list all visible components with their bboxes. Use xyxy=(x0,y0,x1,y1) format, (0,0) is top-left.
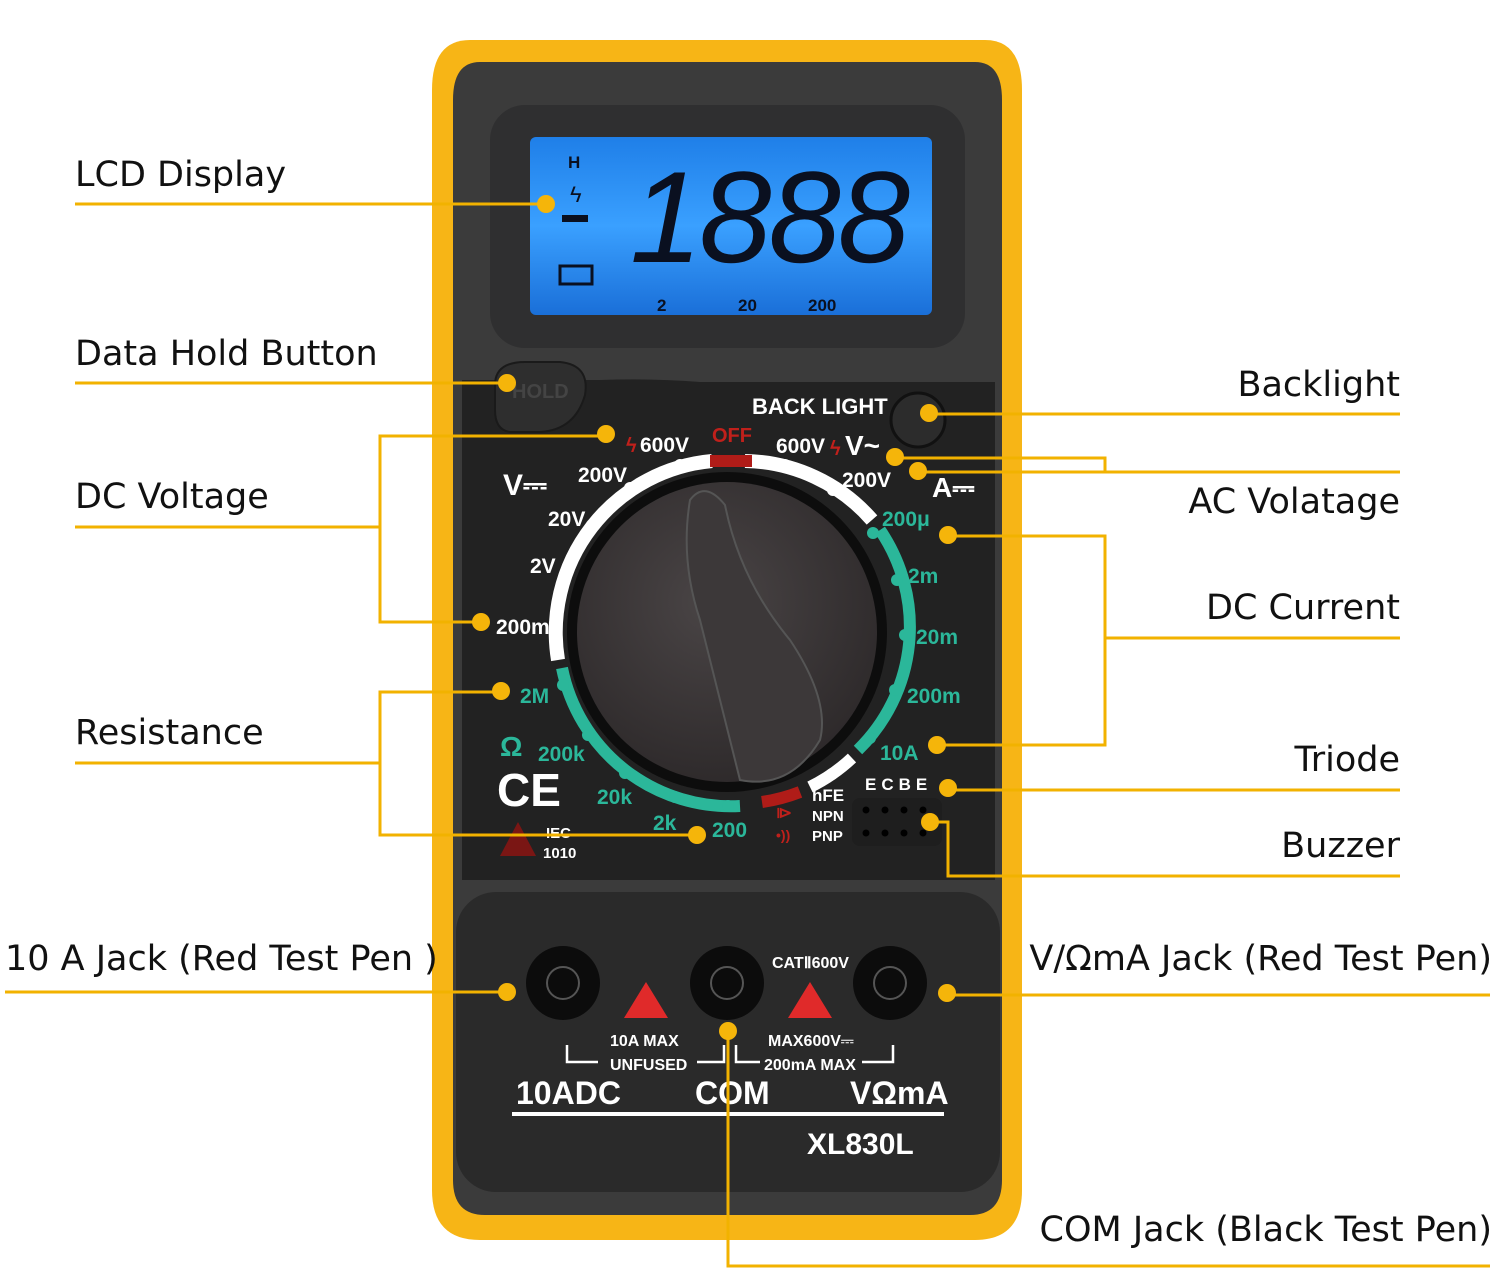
dcv-symbol: V⎓ xyxy=(503,469,547,502)
callout-data-hold: Data Hold Button xyxy=(75,334,378,374)
hold-button[interactable]: HOLD xyxy=(494,361,587,433)
dcv-600v: 600V xyxy=(640,434,689,457)
callout-backlight: Backlight xyxy=(1237,365,1400,405)
dcv-20v: 20V xyxy=(548,508,585,531)
callout-vohm-jack: V/ΩmA Jack (Red Test Pen) xyxy=(1029,939,1492,979)
ohm-200: 200 xyxy=(712,819,747,842)
callout-resistance: Resistance xyxy=(75,713,264,753)
callout-triode: Triode xyxy=(1293,740,1400,780)
ohm-200k: 200k xyxy=(538,743,585,766)
jack-vohm[interactable] xyxy=(853,946,927,1020)
jack-label-vohm: VΩmA xyxy=(850,1075,949,1111)
ohm-symbol: Ω xyxy=(500,731,522,762)
acv-200v: 200V xyxy=(842,469,891,492)
acv-symbol: V~ xyxy=(845,430,880,461)
battery-icon xyxy=(558,264,594,286)
ohm-20k: 20k xyxy=(597,786,632,809)
dcv-2v: 2V xyxy=(530,555,556,578)
off-label: OFF xyxy=(712,425,752,447)
jack-com[interactable] xyxy=(690,946,764,1020)
lcd-hold-flag: H xyxy=(568,153,580,172)
dca-200u: 200μ xyxy=(882,508,930,531)
knob-pointer xyxy=(685,490,823,783)
callout-com-jack: COM Jack (Black Test Pen) xyxy=(1040,1210,1492,1250)
callout-ac-voltage: AC Volatage xyxy=(1188,482,1400,522)
acv-600v: 600V xyxy=(776,435,825,458)
warning-triangle-icon xyxy=(624,982,668,1018)
dca-symbol: A⎓ xyxy=(932,472,975,503)
jack-brackets xyxy=(565,1045,895,1064)
lcd-range-20: 20 xyxy=(738,296,757,315)
lcd-range-2: 2 xyxy=(657,296,666,315)
hfe-label: hFE xyxy=(812,786,844,805)
jack-10a[interactable] xyxy=(526,946,600,1020)
high-voltage-warning-icon xyxy=(788,982,832,1018)
callout-10a-jack: 10 A Jack (Red Test Pen ) xyxy=(5,939,438,979)
callout-dc-current: DC Current xyxy=(1206,588,1400,628)
lcd-range-200: 200 xyxy=(808,296,836,315)
pnp-label: PNP xyxy=(812,828,843,845)
lcd-high-voltage-icon: ϟ xyxy=(570,182,582,207)
backlight-label: BACK LIGHT xyxy=(752,394,888,419)
hfe-socket[interactable] xyxy=(852,798,942,846)
buzzer-icon: •)) xyxy=(776,827,790,843)
jack-label-com: COM xyxy=(695,1075,770,1111)
callout-lines xyxy=(5,195,1490,1268)
dcv-200v: 200V xyxy=(578,464,627,487)
callout-dc-voltage: DC Voltage xyxy=(75,477,269,517)
cat-rating: CATⅡ600V xyxy=(772,955,849,972)
callout-lcd-display: LCD Display xyxy=(75,155,286,195)
jack-label-10adc: 10ADC xyxy=(516,1075,621,1111)
ce-mark: CE xyxy=(497,764,561,816)
transistor-pins-label: ECBE xyxy=(865,775,932,794)
high-voltage-icon: ϟ xyxy=(830,438,841,460)
iec-number: 1010 xyxy=(543,845,576,862)
npn-label: NPN xyxy=(812,808,844,825)
warning-triangle-icon xyxy=(500,822,536,856)
model-number: XL830L xyxy=(807,1128,914,1161)
off-marker xyxy=(710,455,752,467)
backlight-button[interactable] xyxy=(889,391,947,449)
dca-20m: 20m xyxy=(916,626,958,649)
ohm-2k: 2k xyxy=(653,812,677,835)
dca-200m: 200m xyxy=(907,685,961,708)
lcd-display: H ϟ 1888 2 20 200 xyxy=(530,137,932,315)
callout-buzzer: Buzzer xyxy=(1281,826,1400,866)
dca-2m: 2m xyxy=(908,565,938,588)
high-voltage-icon: ϟ xyxy=(626,435,637,457)
dca-10a: 10A xyxy=(880,742,919,765)
lcd-minus-sign xyxy=(562,215,588,222)
warn-unfused: UNFUSED xyxy=(610,1057,687,1074)
lcd-digits: 1888 xyxy=(630,144,910,290)
ohm-2m: 2M xyxy=(520,685,549,708)
hold-button-label: HOLD xyxy=(512,381,569,403)
warn-200ma-max: 200mA MAX xyxy=(764,1057,856,1074)
dcv-200m: 200m xyxy=(496,616,550,639)
dial-dots xyxy=(550,459,911,812)
warn-10a-max: 10A MAX xyxy=(610,1033,679,1050)
diode-icon: ⧐ xyxy=(776,805,792,822)
warn-max-600v: MAX600V⎓ xyxy=(768,1033,854,1050)
